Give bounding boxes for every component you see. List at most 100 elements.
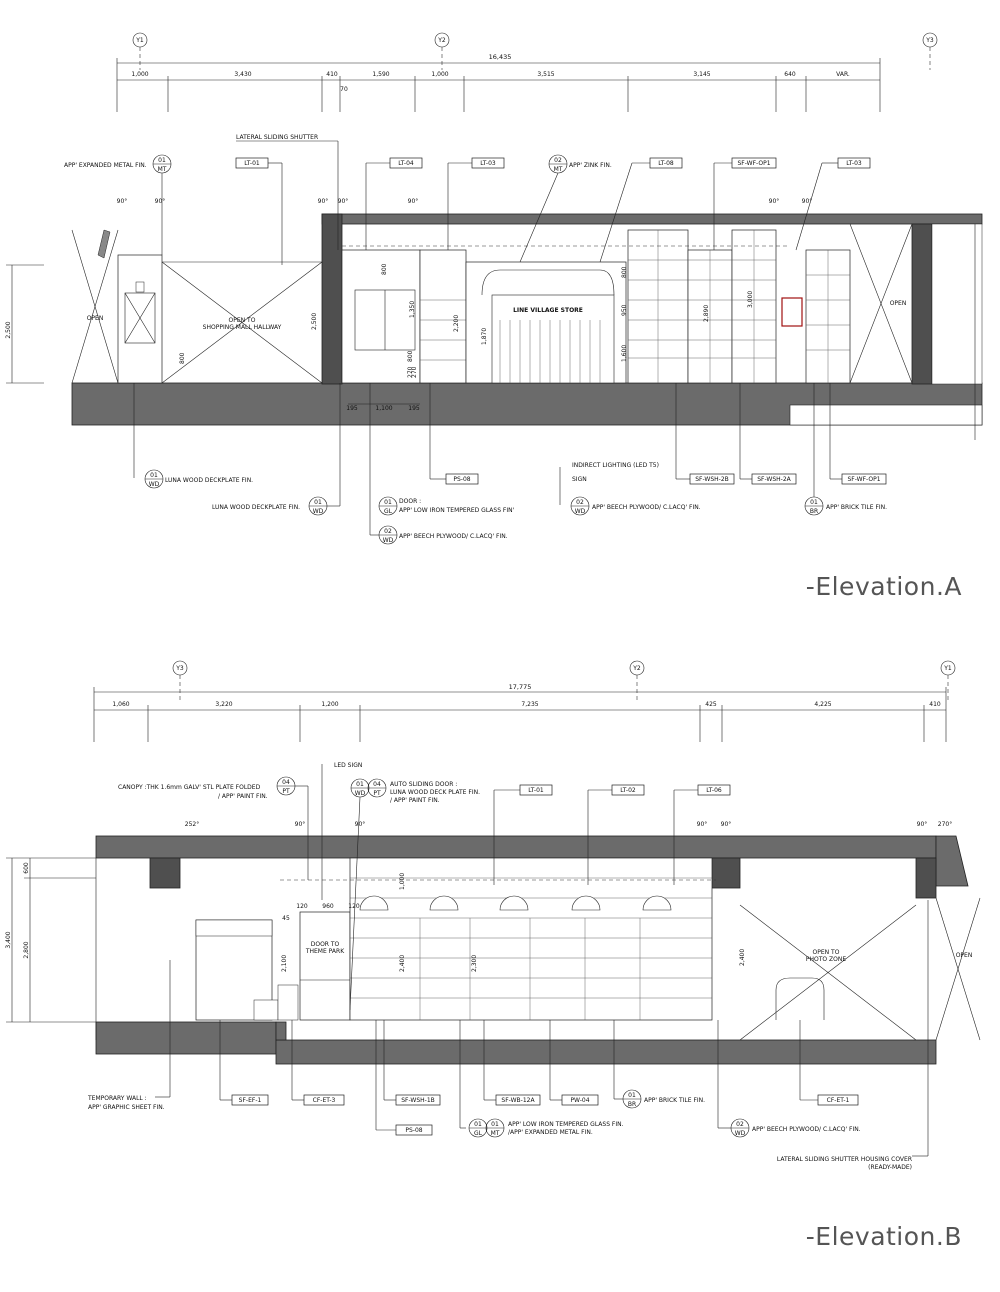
- bubble-a-4-bot: GL: [384, 508, 393, 515]
- luna-wood-label-2: LUNA WOOD DECKPLATE FIN.: [212, 504, 300, 511]
- temp-wall-label-2: APP' GRAPHIC SHEET FIN.: [88, 1104, 165, 1111]
- dim-a-8: VAR.: [836, 71, 850, 78]
- store-sign-text: LINE VILLAGE STORE: [513, 307, 583, 314]
- bubble-a-7-bot: BR: [810, 508, 818, 515]
- bubble-a-4-top: 01: [384, 499, 392, 506]
- bubble-a-6-top: 02: [576, 499, 584, 506]
- inner-dim-a-1: 2,500: [311, 313, 318, 330]
- inner-dim-a-12: 1,100: [375, 405, 392, 412]
- angle-b-4: 90°: [721, 821, 732, 828]
- bubble-b-5-top: 01: [628, 1092, 636, 1099]
- callouts-top-a: LATERAL SLIDING SHUTTER APP' EXPANDED ME…: [64, 134, 871, 265]
- elevation-a: Y1 Y2 Y3 16,435 1,000 3,430 410 1,: [5, 32, 983, 601]
- inner-dim-a-8: 1,600: [621, 345, 628, 362]
- tag-a-wsh2b: SF-WSH-2B: [695, 476, 729, 483]
- grid-bubbles-a: Y1 Y2 Y3: [132, 32, 938, 70]
- bubble-b-5-bot: BR: [628, 1101, 636, 1108]
- dim-a-4: 1,000: [431, 71, 448, 78]
- bubble-a-1-bot: MT: [554, 166, 563, 173]
- dim-b-2: 1,200: [321, 701, 338, 708]
- inner-dim-b-8: 2,400: [739, 949, 746, 966]
- bubble-b-6-bot: WD: [735, 1130, 746, 1137]
- inner-dim-b-1: 960: [322, 903, 334, 910]
- beech-label-b: APP' BEECH PLYWOOD/ C.LACQ' FIN.: [752, 1126, 861, 1133]
- building-section-a: LINE VILLAGE STORE: [71, 213, 983, 440]
- open-right-label: OPEN: [890, 300, 907, 307]
- inner-dim-a-9: 2,890: [703, 305, 710, 322]
- inner-dims-b: 120 960 120 45 2,100 1,000 2,400 2,300 2…: [281, 873, 746, 972]
- beech-label-a1: APP' BEECH PLYWOOD/ C.LACQ' FIN.: [399, 533, 508, 540]
- inner-dim-b-4: 2,100: [281, 955, 288, 972]
- inner-dim-a-7: 950: [621, 304, 628, 316]
- grid-label-b-y2: Y2: [632, 665, 641, 672]
- inner-dim-a-15: 270: [411, 366, 418, 378]
- low-iron-label-b: APP' LOW IRON TEMPERED GLASS FIN.: [508, 1121, 624, 1128]
- bubble-b-3-bot: GL: [474, 1130, 483, 1137]
- bubble-a-3-top: 01: [314, 499, 322, 506]
- bubble-b-6-top: 02: [736, 1121, 744, 1128]
- callouts-bottom-a: 01 WD LUNA WOOD DECKPLATE FIN. LUNA WOOD…: [133, 383, 887, 545]
- dim-a-3: 1,590: [372, 71, 389, 78]
- paint-label: / APP' PAINT FIN.: [390, 797, 440, 804]
- angle-b-5: 90°: [917, 821, 928, 828]
- bubble-b-1-top: 01: [356, 781, 364, 788]
- angle-a-3: 90°: [338, 198, 349, 205]
- inner-dim-b-6: 2,400: [399, 955, 406, 972]
- bubble-b-1-bot: WD: [355, 790, 366, 797]
- dim-a-7: 640: [784, 71, 796, 78]
- inner-dim-a-3: 1,350: [409, 301, 416, 318]
- bubble-b-3-top: 01: [474, 1121, 482, 1128]
- tag-a-lt04: LT-04: [398, 160, 414, 167]
- grid-label-b-y3: Y3: [175, 665, 184, 672]
- inner-dim-b-7: 2,300: [471, 955, 478, 972]
- height-dims-b: 3,400 600 2,800: [5, 857, 96, 1023]
- bubble-b-2-bot: PT: [373, 790, 381, 797]
- elevation-b: Y3 Y2 Y1 17,775 1,060 3,220 1,200 7,235 …: [5, 660, 981, 1251]
- inner-dim-b-2: 120: [348, 903, 360, 910]
- tag-b-sfwb12a: SF-WB-12A: [501, 1097, 535, 1104]
- dim-b-4: 425: [705, 701, 717, 708]
- inner-dim-b-5: 1,000: [399, 873, 406, 890]
- dim-a-sub: 70: [340, 86, 348, 93]
- angle-marks-a: 90° 90° 90° 90° 90° 90° 90°: [117, 198, 813, 205]
- bubble-a-2-top: 01: [150, 472, 158, 479]
- angle-b-1: 90°: [295, 821, 306, 828]
- tag-b-lt01: LT-01: [528, 787, 544, 794]
- indirect-lighting-label: INDIRECT LIGHTING (LED T5): [572, 462, 659, 469]
- bubble-a-5-bot: WD: [383, 537, 394, 544]
- inner-dim-a-16: 270: [407, 366, 414, 378]
- tag-b-ps08: PS-08: [405, 1127, 422, 1134]
- bubble-a-6-bot: WD: [575, 508, 586, 515]
- angle-b-3: 90°: [697, 821, 708, 828]
- bubble-a-7-top: 01: [810, 499, 818, 506]
- low-iron-label-a: APP' LOW IRON TEMPERED GLASS FIN': [399, 507, 515, 514]
- inner-dim-a-4: 2,200: [453, 315, 460, 332]
- bubble-a-3-bot: WD: [313, 508, 324, 515]
- lateral-shutter-label: LATERAL SLIDING SHUTTER: [236, 134, 318, 141]
- tag-a-lt03: LT-03: [480, 160, 496, 167]
- dim-a-5: 3,515: [537, 71, 554, 78]
- angle-a-1: 90°: [155, 198, 166, 205]
- angle-a-6: 90°: [802, 198, 813, 205]
- dim-b-0: 1,060: [112, 701, 129, 708]
- grid-label-y2: Y2: [437, 37, 446, 44]
- dim-b-6: 410: [929, 701, 941, 708]
- dim-a-2: 410: [326, 71, 338, 78]
- inner-dim-a-5: 1,870: [481, 328, 488, 345]
- inner-dim-a-11: 800: [407, 350, 414, 362]
- tag-a-sfwfop1: SF-WF-OP1: [737, 160, 770, 167]
- canopy-label-2: / APP' PAINT FIN.: [218, 793, 268, 800]
- luna-wood-label-1: LUNA WOOD DECKPLATE FIN.: [165, 477, 253, 484]
- door-theme-label-2: THEME PARK: [305, 948, 345, 955]
- grid-bubbles-b: Y3 Y2 Y1: [172, 660, 956, 700]
- angle-b-6: 270°: [938, 821, 952, 828]
- overall-dim-a: 16,435: [489, 53, 512, 61]
- elevation-a-title: -Elevation.A: [806, 572, 962, 601]
- angle-marks-b: 252° 90° 90° 90° 90° 90° 270°: [185, 821, 952, 828]
- height-dim-a: 2,500: [5, 321, 12, 338]
- temp-wall-label-1: TEMPORARY WALL :: [87, 1095, 147, 1102]
- inner-dim-a-13: 195: [346, 405, 358, 412]
- dim-b-1: 3,220: [215, 701, 232, 708]
- elevation-b-title: -Elevation.B: [806, 1222, 962, 1251]
